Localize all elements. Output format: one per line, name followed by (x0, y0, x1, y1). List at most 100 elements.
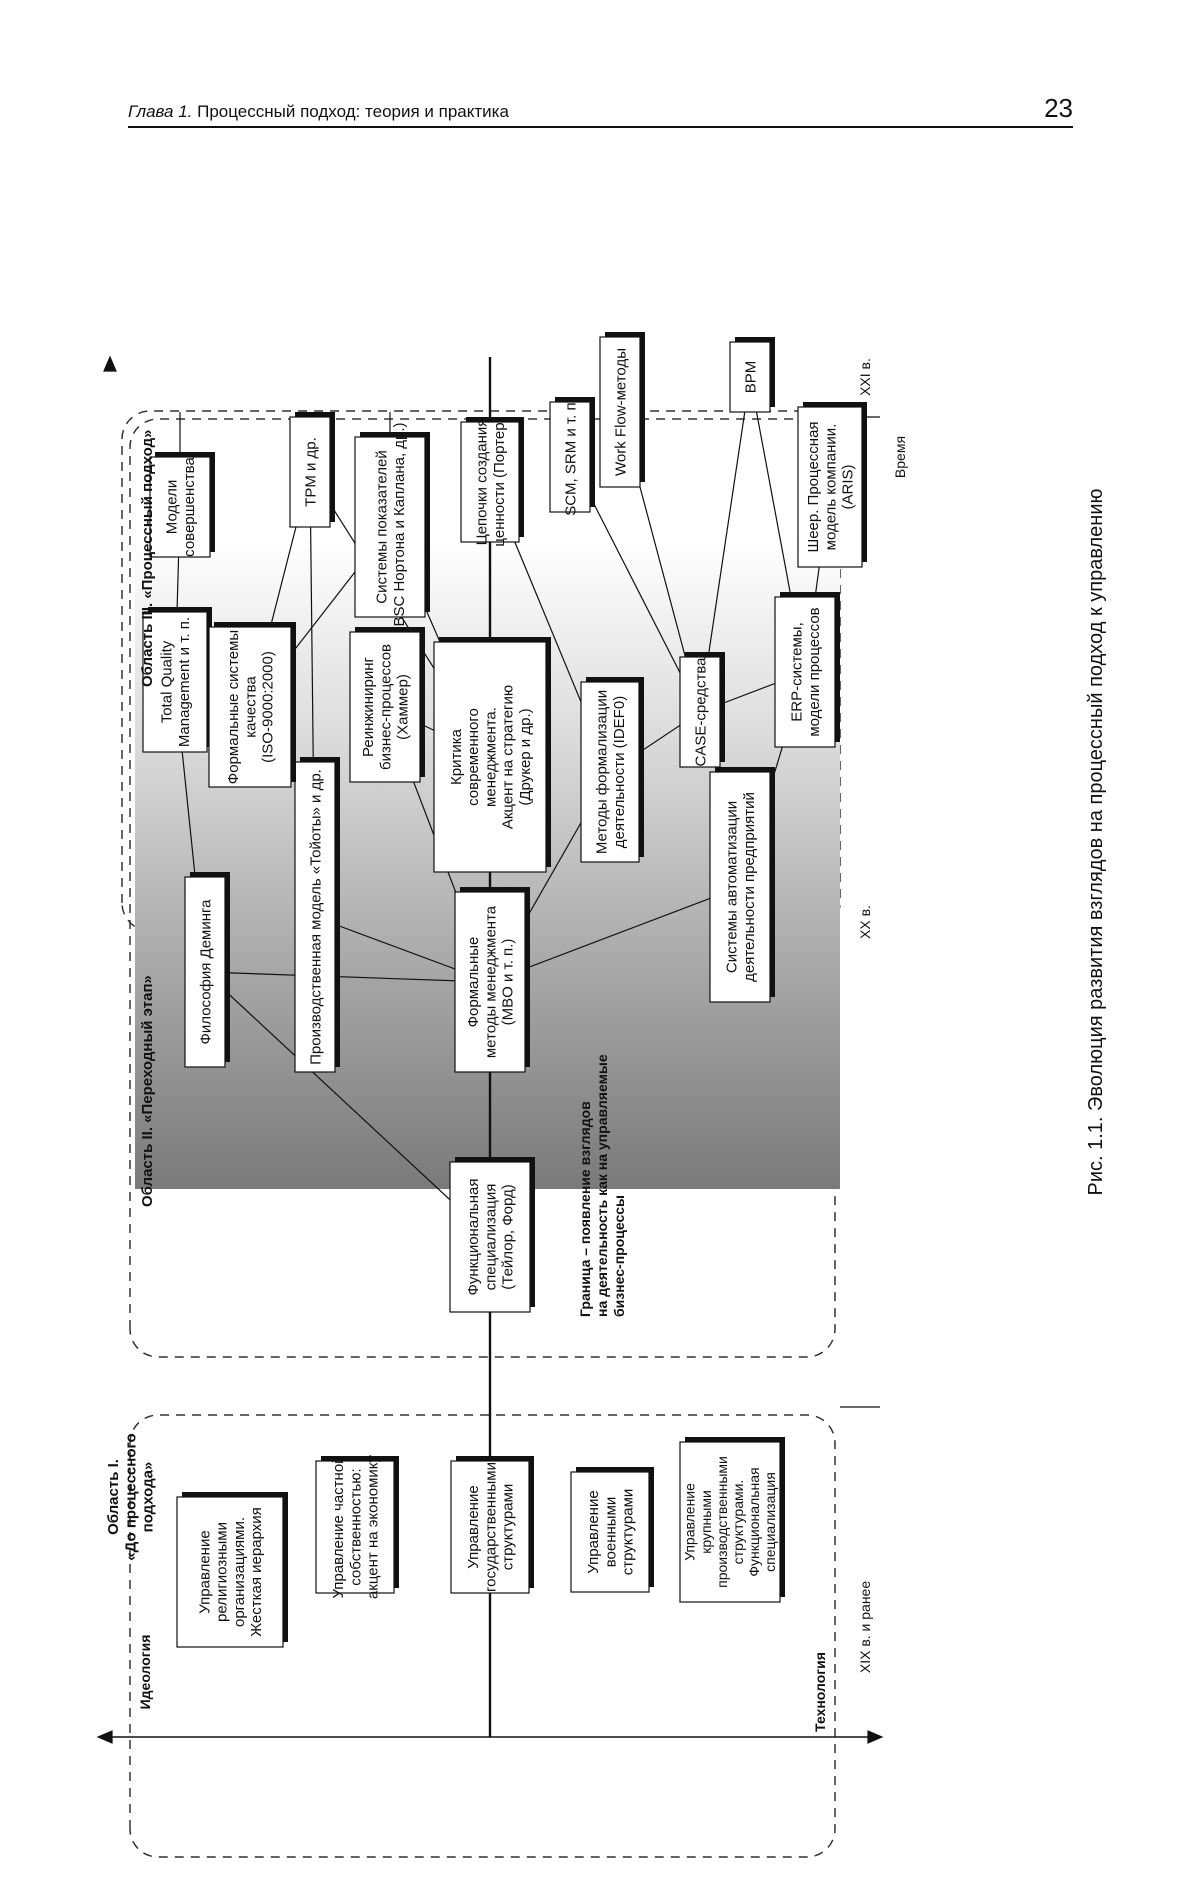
box-iso (208, 626, 292, 788)
box-bsc-text-line: (BSC Нортона и Каплана, др.) (391, 422, 408, 631)
box-tqm-text: Total QualityManagement и т. п. (159, 617, 193, 747)
box-deming-text: Философия Деминга (197, 899, 214, 1045)
box-aris-text-line: Шеер. Процессная (805, 421, 822, 552)
box-wf-text: Work Flow-методы (612, 348, 629, 476)
box-rel (176, 1496, 284, 1648)
box-tqm-text-line: Total Quality (159, 640, 176, 723)
box-erp-text-line: модели процессов (806, 607, 823, 736)
box-rel-text-line: религиозными (214, 1522, 231, 1622)
box-func-text-line: (Тейлор, Форд) (500, 1184, 517, 1289)
box-idef (580, 681, 640, 863)
box-deming-text-line: Философия Деминга (197, 899, 214, 1045)
connector-func-deming (204, 971, 491, 1238)
time-label: Время (892, 436, 908, 478)
box-chain-text-line: ценности (Портер) (491, 417, 508, 546)
box-wf (599, 336, 641, 488)
figure-diagram: Управлениерелигиознымиорганизациями.Жест… (0, 193, 1160, 1877)
area1-label: Область I.«До процессногоподхода» (105, 1433, 157, 1560)
box-auto (709, 771, 771, 1003)
box-excel-text-line: совершенства (181, 457, 198, 557)
box-bpm-text: BPM (742, 361, 759, 394)
running-header: Глава 1. Процессный подход: теория и пра… (128, 93, 1073, 128)
boundary-label: Граница – появление взглядовна деятельно… (577, 1054, 627, 1317)
box-gov-text-line: Управление (465, 1485, 482, 1568)
box-toyota-text-line: Производственная модель «Тойоты» и др. (307, 769, 324, 1065)
box-prod-text-line: производственными (714, 1456, 730, 1588)
area1-label-line: «До процессного (122, 1433, 139, 1560)
box-critic-text-line: современного (465, 708, 482, 806)
box-reeng (349, 631, 421, 783)
connector-deming-formal (204, 971, 491, 983)
box-tpm-text: TPM и др. (302, 437, 319, 507)
box-scm (549, 401, 591, 513)
box-func (449, 1161, 531, 1313)
box-auto-text-line: деятельности предприятий (741, 792, 758, 982)
box-bsc (354, 436, 426, 618)
box-tpm-text-line: TPM и др. (302, 437, 319, 507)
box-idef-text: Методы формализациидеятельности (IDEF0) (594, 690, 628, 854)
box-erp-text-line: ERP-системы, (789, 622, 806, 722)
box-case-text-line: CASE-средства (692, 657, 709, 767)
box-auto-text: Системы автоматизациидеятельности предпр… (724, 792, 758, 982)
chapter-title: Процессный подход: теория и практика (192, 102, 509, 121)
box-priv-text: Управление частнойсобственностью:акцент … (330, 1454, 382, 1599)
box-priv-text-line: Управление частной (330, 1455, 347, 1598)
boundary-label-line: бизнес-процессы (611, 1195, 627, 1317)
box-iso-text-line: (ISO-9000:2000) (260, 651, 277, 763)
box-excel-text-line: Модели (164, 480, 181, 534)
box-iso-text: Формальные системыкачества(ISO-9000:2000… (225, 630, 277, 784)
box-prod (679, 1441, 781, 1603)
box-mil-text-line: структурами (620, 1489, 637, 1576)
box-prod-text-line: Функциональная (746, 1467, 762, 1576)
box-tqm-text-line: Management и т. п. (176, 617, 193, 747)
box-bsc-text: Системы показателей(BSC Нортона и Каплан… (374, 422, 408, 631)
time-arrow-icon (103, 355, 117, 372)
box-case-text: CASE-средства (692, 657, 709, 767)
boundary-label-line: на деятельность как на управляемые (594, 1054, 610, 1317)
box-critic (433, 641, 547, 873)
era-21-label: XXI в. (857, 358, 873, 396)
box-reeng-text-line: бизнес-процессов (377, 644, 394, 770)
connector-formal-auto (489, 886, 741, 983)
axis-arrow-up-icon (96, 1730, 113, 1744)
box-scm-text: SCM, SRM и т. п. (562, 398, 579, 516)
box-aris-text: Шеер. Процесснаямодель компании.(ARIS) (805, 421, 857, 552)
box-reeng-text-line: (Хаммер) (395, 674, 412, 740)
box-rel-text-line: Жесткая иерархия (248, 1507, 265, 1637)
box-idef-text-line: деятельности (IDEF0) (611, 696, 628, 848)
diagram-canvas: Управлениерелигиознымиорганизациями.Жест… (96, 332, 908, 1858)
box-formal-text: Формальныеметоды менеджмента(MBO и т. п.… (465, 905, 517, 1058)
box-toyota-text: Производственная модель «Тойоты» и др. (307, 769, 324, 1065)
box-bsc-text-line: Системы показателей (374, 450, 391, 603)
box-toyota (294, 761, 336, 1073)
ideology-label: Идеология (137, 1635, 153, 1710)
box-func-text: Функциональнаяспециализация(Тейлор, Форд… (465, 1178, 517, 1295)
area2-label: Область II. «Переходный этап» (139, 975, 156, 1207)
box-aris (797, 406, 863, 568)
box-chain-text-line: Цепочки создания (474, 419, 491, 546)
box-chain (460, 421, 520, 543)
box-tqm (142, 611, 208, 753)
box-erp-text: ERP-системы,модели процессов (789, 607, 823, 736)
box-iso-text-line: Формальные системы (225, 630, 242, 784)
box-formal (454, 891, 526, 1073)
area1-label-line: подхода» (140, 1462, 157, 1533)
page-number: 23 (1044, 93, 1073, 123)
era-20-label: XX в. (857, 905, 873, 939)
era-19-label: XIX в. и ранее (857, 1581, 873, 1673)
box-prod-text-line: структурами. (730, 1480, 746, 1565)
box-critic-text-line: Критика (448, 728, 465, 785)
box-idef-text-line: Методы формализации (594, 690, 611, 854)
box-tpm (289, 416, 331, 528)
technology-label: Технология (812, 1652, 828, 1732)
box-aris-text-line: модель компании. (822, 424, 839, 551)
box-gov (450, 1460, 530, 1594)
box-func-text-line: Функциональная (465, 1178, 482, 1295)
box-prod-text: Управлениекрупнымипроизводственнымиструк… (682, 1456, 779, 1588)
running-title: Глава 1. Процессный подход: теория и пра… (128, 102, 509, 122)
box-iso-text-line: качества (242, 676, 259, 738)
box-bpm-text-line: BPM (742, 361, 759, 394)
box-wf-text-line: Work Flow-методы (612, 348, 629, 476)
box-mil-text-line: военными (602, 1497, 619, 1568)
figure-caption: Рис. 1.1. Эволюция развития взглядов на … (1085, 488, 1107, 1196)
